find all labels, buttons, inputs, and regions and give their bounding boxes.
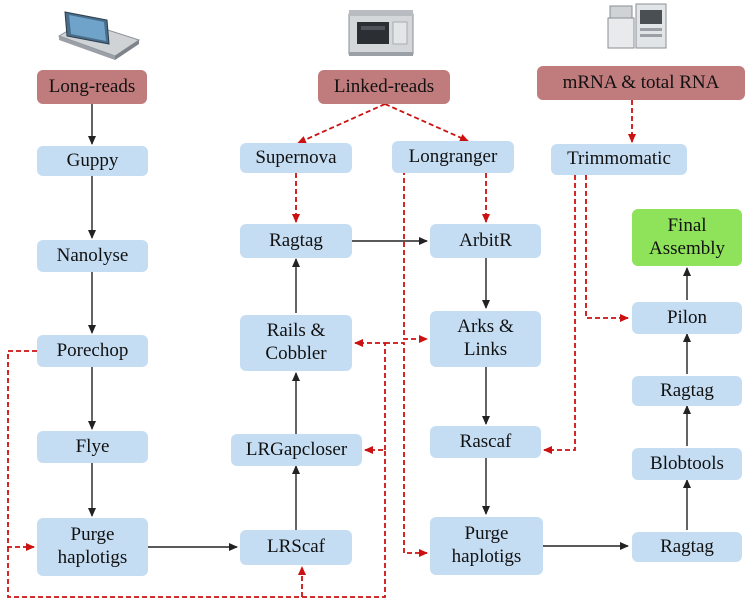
node-guppy: Guppy bbox=[37, 146, 148, 176]
nanopore-sequencer-icon bbox=[57, 11, 141, 60]
node-supernova: Supernova bbox=[240, 143, 352, 173]
node-pilon: Pilon bbox=[632, 302, 742, 334]
node-lrgapcloser: LRGapcloser bbox=[231, 434, 362, 466]
edge-trimmomatic-rascaf bbox=[543, 175, 576, 454]
source-long-reads: Long-reads bbox=[37, 70, 147, 104]
source-rna: mRNA & total RNA bbox=[537, 66, 745, 100]
rna-sequencer-icon bbox=[607, 3, 667, 49]
node-blobtools: Blobtools bbox=[632, 448, 742, 480]
node-purge-haplotigs-2: Purge haplotigs bbox=[430, 517, 543, 575]
edge-porechop-purge bbox=[7, 350, 37, 551]
node-ragtag-3: Ragtag bbox=[632, 532, 742, 562]
node-porechop: Porechop bbox=[37, 335, 148, 367]
edge-loop-rails bbox=[354, 339, 386, 450]
edge-lrscaf-lrgapcloser-loop bbox=[302, 446, 386, 598]
source-linked-reads: Linked-reads bbox=[318, 70, 450, 104]
edge-linked-supernova bbox=[297, 103, 386, 144]
node-trimmomatic: Trimmomatic bbox=[551, 144, 687, 175]
edge-trimmomatic-pilon bbox=[585, 175, 629, 322]
edge-longranger-arks bbox=[403, 170, 428, 343]
node-lrscaf: LRScaf bbox=[240, 530, 352, 565]
node-ragtag-2: Ragtag bbox=[632, 376, 742, 406]
node-final-assembly: Final Assembly bbox=[632, 209, 742, 266]
node-ragtag-1: Ragtag bbox=[240, 224, 352, 258]
node-arks-links: Arks & Links bbox=[430, 311, 541, 367]
node-arbitr: ArbitR bbox=[430, 224, 541, 258]
node-flye: Flye bbox=[37, 431, 148, 463]
edge-loop-purge bbox=[385, 342, 428, 557]
edge-porechop-lrscaf bbox=[7, 547, 306, 598]
node-rails-cobbler: Rails & Cobbler bbox=[240, 315, 352, 371]
linked-read-sequencer-icon bbox=[348, 10, 414, 56]
node-purge-haplotigs-1: Purge haplotigs bbox=[37, 518, 148, 576]
edge-linked-longranger bbox=[384, 103, 469, 142]
node-nanolyse: Nanolyse bbox=[37, 240, 148, 272]
node-longranger: Longranger bbox=[392, 141, 514, 173]
node-rascaf: Rascaf bbox=[430, 426, 541, 458]
